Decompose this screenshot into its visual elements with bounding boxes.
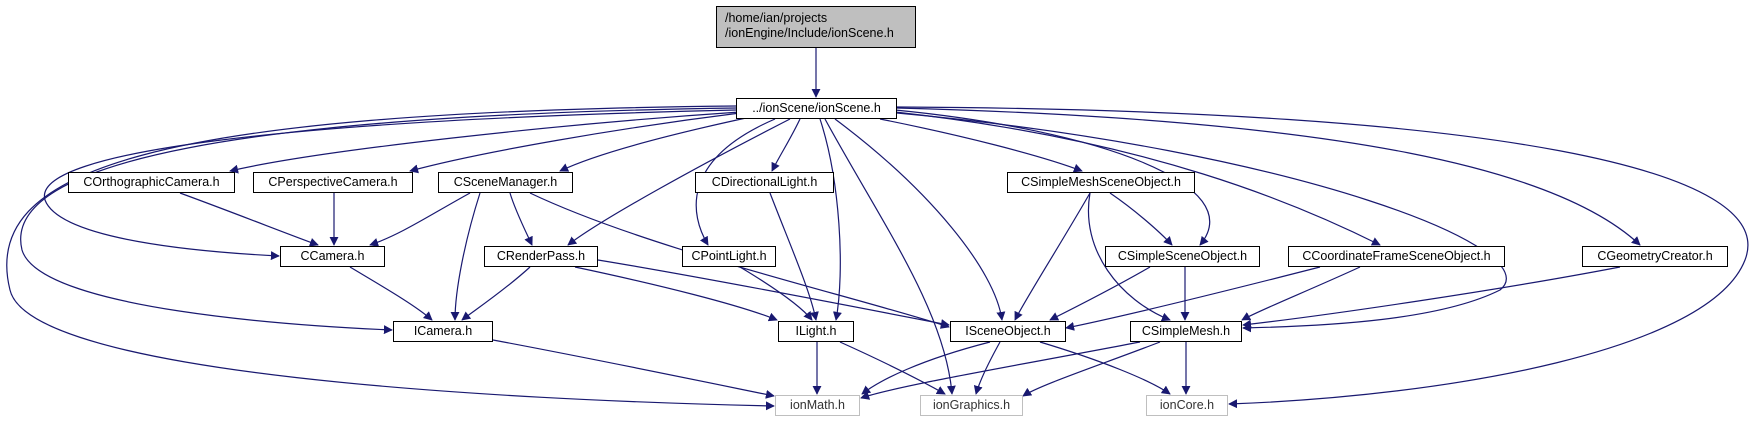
edge-ionscene-to-ccoordinateframe	[894, 111, 1381, 246]
node-label: CGeometryCreator.h	[1597, 249, 1713, 263]
edge-cscenemanager-to-crenderpass	[509, 192, 533, 246]
edge-csimplemesh-to-ionmath	[860, 341, 1141, 400]
edge-ccamera-to-icamera	[349, 266, 433, 321]
root-path-line-2: /ionEngine/Include/ionScene.h	[725, 26, 894, 40]
node-corthographiccamera[interactable]: COrthographicCamera.h	[68, 172, 235, 193]
node-crenderpass[interactable]: CRenderPass.h	[484, 246, 598, 267]
edge-isceneobject-to-iongraphics	[973, 341, 1001, 395]
node-ccoordinateframesceneobject[interactable]: CCoordinateFrameSceneObject.h	[1288, 246, 1505, 267]
edge-ccoordinateframe-to-isceneobject	[1065, 266, 1321, 331]
edge-csimplemeshsceneobject-to-isceneobject	[1014, 192, 1091, 321]
edge-ionscene-to-iongraphics	[824, 118, 956, 395]
edge-ionscene-to-csimplesceneobject	[894, 109, 1211, 246]
node-root-ionscene-h[interactable]: /home/ian/projects /ionEngine/Include/io…	[716, 6, 916, 48]
edge-cscenemanager-to-isceneobject	[529, 192, 950, 329]
edge-csimplesceneobject-to-isceneobject	[1049, 266, 1151, 321]
edge-ionscene-to-crenderpass	[567, 118, 791, 246]
node-cperspectivecamera[interactable]: CPerspectiveCamera.h	[253, 172, 413, 193]
edge-ccoordinateframe-to-csimplemesh	[1241, 266, 1361, 321]
edge-ionscene-to-ilight	[819, 118, 842, 321]
edge-ionscene-to-icamera	[20, 107, 737, 335]
edge-cdirectionallight-to-ilight	[769, 192, 819, 321]
node-csimplemesh[interactable]: CSimpleMesh.h	[1130, 321, 1242, 342]
edge-ionscene-to-cscenemanager	[559, 114, 761, 172]
edge-isceneobject-to-ionmath	[861, 341, 991, 395]
edge-csimplemesh-to-iongraphics	[1022, 341, 1161, 397]
edge-csimplemeshsceneobject-to-csimplemesh	[1088, 192, 1171, 322]
edge-ionscene-to-csimplemeshsceneobject	[879, 118, 1083, 173]
node-label: CSimpleMeshSceneObject.h	[1021, 175, 1181, 189]
edge-cpointlight-to-ilight	[739, 266, 813, 321]
node-iongraphics[interactable]: ionGraphics.h	[920, 395, 1023, 416]
node-ioncore[interactable]: ionCore.h	[1146, 395, 1228, 416]
node-label: ../ionScene/ionScene.h	[752, 101, 881, 115]
edge-crenderpass-to-ilight	[574, 266, 778, 322]
node-label: CPointLight.h	[691, 249, 767, 263]
edge-ionscene-to-cdirectionallight	[771, 118, 801, 172]
node-csimplemeshsceneobject[interactable]: CSimpleMeshSceneObject.h	[1007, 172, 1195, 193]
edge-ionscene-to-ionmath	[6, 105, 775, 411]
edge-cgeometrycreator-to-csimplemesh	[1242, 266, 1621, 329]
node-label: ICamera.h	[413, 324, 473, 338]
edge-ionscene-to-ioncore	[896, 106, 1749, 409]
node-label: ISceneObject.h	[965, 324, 1051, 338]
edge-ionscene-to-csimplemesh	[896, 112, 1507, 333]
edge-cscenemanager-to-icamera	[450, 192, 481, 321]
node-label: ionCore.h	[1159, 398, 1215, 412]
node-label: CSimpleMesh.h	[1141, 324, 1231, 338]
edge-ionscene-to-cgeometrycreator	[896, 107, 1641, 246]
edge-ilight-to-iongraphics	[839, 341, 946, 395]
node-label: ionMath.h	[790, 398, 845, 412]
edge-ionscene-to-isceneobject	[834, 118, 1006, 321]
edge-corthographic-to-ccamera	[179, 192, 319, 247]
node-label: CCamera.h	[300, 249, 365, 263]
node-label: CSimpleSceneObject.h	[1117, 249, 1248, 263]
node-label: CDirectionalLight.h	[711, 175, 818, 189]
node-ilight[interactable]: ILight.h	[778, 321, 854, 342]
node-csimplesceneobject[interactable]: CSimpleSceneObject.h	[1105, 246, 1260, 267]
root-path-line-1: /home/ian/projects	[725, 11, 828, 25]
edge-ionscene-to-cperspective	[409, 112, 741, 174]
node-isceneobject[interactable]: ISceneObject.h	[950, 321, 1066, 342]
node-icamera[interactable]: ICamera.h	[393, 321, 493, 342]
node-ionmath[interactable]: ionMath.h	[775, 395, 860, 416]
node-label: CSceneManager.h	[453, 175, 558, 189]
node-label: CPerspectiveCamera.h	[268, 175, 398, 189]
node-label: ILight.h	[795, 324, 837, 338]
edge-ionscene-to-corthographic	[229, 111, 741, 174]
node-label: CRenderPass.h	[496, 249, 586, 263]
edge-ionscene-to-ccamera	[43, 109, 737, 261]
edge-cscenemanager-to-ccamera	[369, 192, 471, 247]
edge-crenderpass-to-icamera	[461, 266, 531, 321]
edge-isceneobject-to-ioncore	[1039, 341, 1171, 395]
node-ionscene-rel[interactable]: ../ionScene/ionScene.h	[736, 98, 897, 119]
edge-csimplemeshsceneobject-to-csimplesceneobject	[1109, 192, 1173, 246]
node-ccamera[interactable]: CCamera.h	[280, 246, 385, 267]
node-cgeometrycreator[interactable]: CGeometryCreator.h	[1582, 246, 1728, 267]
edge-icamera-to-ionmath	[492, 339, 775, 399]
edge-crenderpass-to-isceneobject	[597, 259, 950, 328]
node-cscenemanager[interactable]: CSceneManager.h	[438, 172, 573, 193]
node-label: CCoordinateFrameSceneObject.h	[1302, 249, 1491, 263]
node-label: COrthographicCamera.h	[83, 175, 220, 189]
node-label: ionGraphics.h	[932, 398, 1011, 412]
node-cpointlight[interactable]: CPointLight.h	[682, 246, 776, 267]
node-cdirectionallight[interactable]: CDirectionalLight.h	[695, 172, 834, 193]
